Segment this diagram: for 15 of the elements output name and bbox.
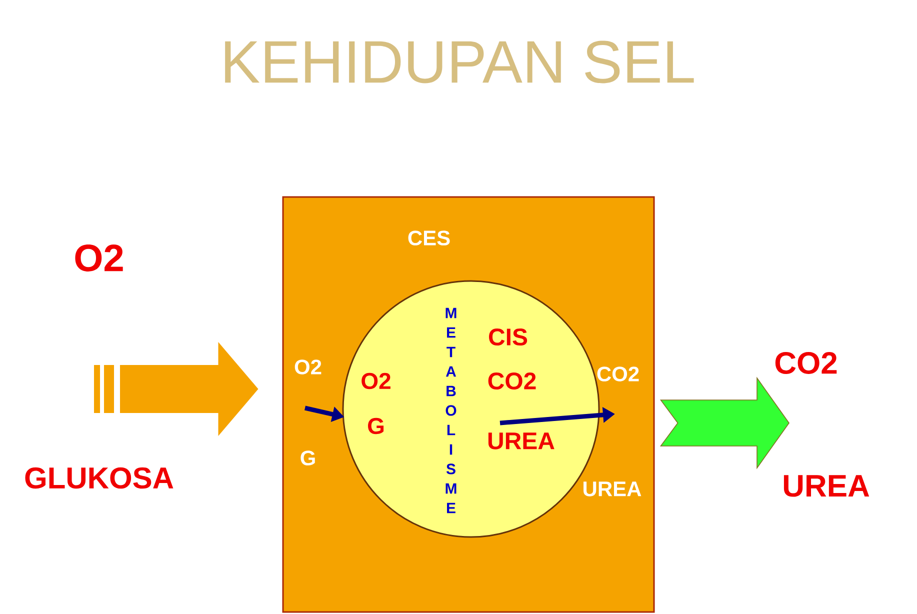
label: CO2 <box>488 372 536 390</box>
label: O2 <box>75 244 123 272</box>
label: G <box>300 450 315 466</box>
label: UREA <box>488 432 554 450</box>
vertical-label: METABOLISME <box>446 308 456 514</box>
label: GLUKOSA <box>25 467 174 489</box>
label: CO2 <box>775 352 837 374</box>
label: G <box>368 418 384 434</box>
block-arrow <box>94 342 258 436</box>
block-arrow <box>660 376 790 470</box>
label: O2 <box>294 360 322 374</box>
label: CO2 <box>597 366 639 382</box>
label: O2 <box>362 372 390 390</box>
title: KEHIDUPAN SEL <box>225 40 694 84</box>
label: UREA <box>784 475 870 497</box>
